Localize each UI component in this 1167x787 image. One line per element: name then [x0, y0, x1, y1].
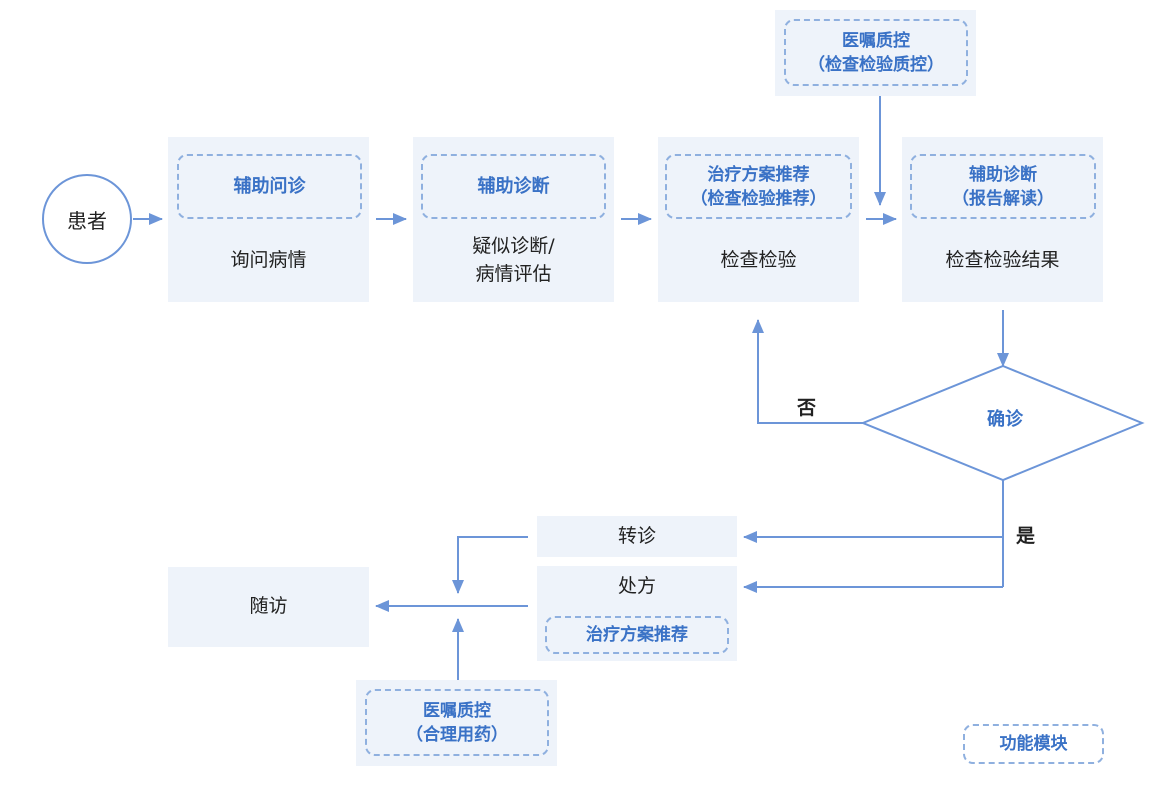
prescription-module: 治疗方案推荐 [545, 616, 729, 654]
legend-module-key: 功能模块 [963, 724, 1104, 764]
diagnosis-label-1: 疑似诊断/ [472, 235, 555, 257]
exam-label: 检查检验 [720, 249, 797, 271]
exam-result-module-line2: （报告解读） [952, 188, 1054, 209]
decision-diamond [860, 364, 1145, 482]
arrow-transfer-to-junction [452, 536, 528, 594]
diagnosis-module: 辅助诊断 [421, 154, 606, 219]
med-qc-line2: （合理用药） [406, 724, 508, 745]
prescription-label: 处方 [617, 575, 656, 597]
med-qc-line1: 医嘱质控 [423, 700, 491, 721]
patient-node: 患者 [42, 174, 132, 264]
exam-qc-module: 医嘱质控 （检查检验质控） [784, 19, 968, 86]
transfer-label: 转诊 [617, 525, 656, 547]
followup-label: 随访 [249, 595, 288, 617]
exam-qc-line1: 医嘱质控 [842, 30, 910, 51]
transfer-box [537, 516, 737, 557]
edge-label-yes: 是 [1016, 525, 1036, 547]
confirm-diagnosis-label: 确诊 [987, 409, 1023, 430]
followup-box [168, 567, 369, 647]
exam-qc-line2: （检查检验质控） [808, 54, 944, 75]
inquiry-module: 辅助问诊 [177, 154, 362, 219]
med-qc-module: 医嘱质控 （合理用药） [365, 689, 549, 756]
exam-result-module: 辅助诊断 （报告解读） [910, 154, 1096, 219]
inquiry-label: 询问病情 [230, 249, 307, 271]
arrow-no-back-to-exam [752, 319, 863, 424]
legend-label: 功能模块 [999, 734, 1068, 754]
diagnosis-module-label: 辅助诊断 [477, 175, 550, 197]
exam-module-line1: 治疗方案推荐 [707, 164, 810, 185]
patient-label: 患者 [67, 208, 107, 233]
exam-module: 治疗方案推荐 （检查检验推荐） [665, 154, 852, 219]
edge-label-no: 否 [797, 397, 817, 419]
diagnosis-label-2: 病情评估 [475, 263, 552, 285]
exam-result-label: 检查检验结果 [945, 249, 1060, 271]
exam-result-module-line1: 辅助诊断 [969, 164, 1037, 185]
prescription-module-label: 治疗方案推荐 [586, 625, 688, 645]
exam-module-line2: （检查检验推荐） [690, 188, 827, 209]
inquiry-module-label: 辅助问诊 [233, 175, 306, 197]
